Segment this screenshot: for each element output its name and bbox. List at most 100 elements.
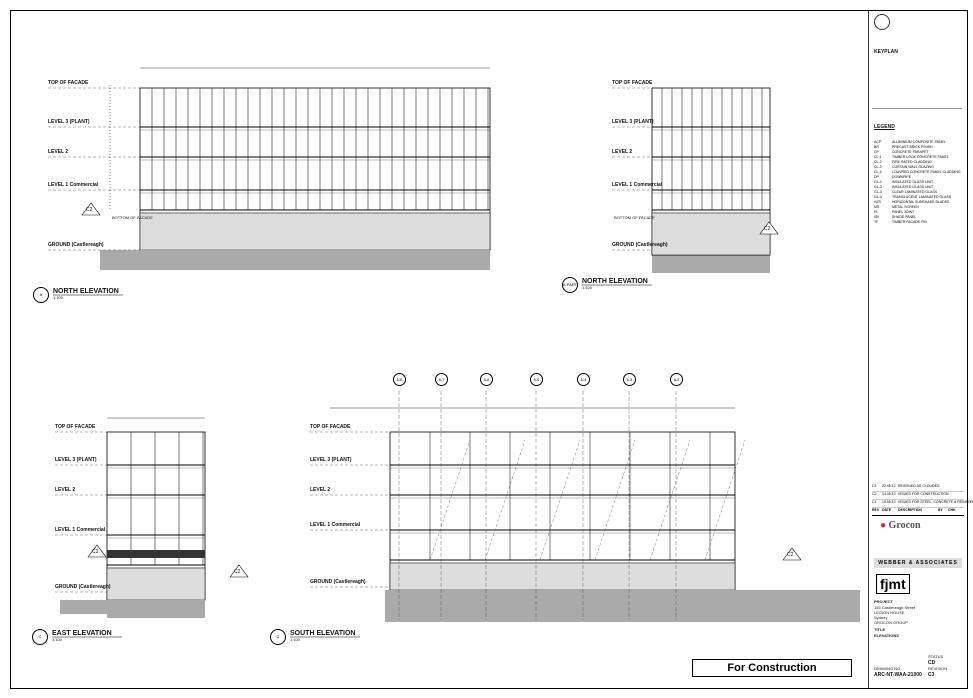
legend-code: ACP [874,140,882,144]
south-bracing [429,439,471,561]
grid-bubble: 6-4 [577,373,590,386]
revision-header-cell: REV [872,508,880,512]
rev-desc: ISSUED FOR CONSTRUCTION [898,492,949,496]
view-number-marker: A [33,287,49,303]
rev-date: 22.08.12 [882,484,896,488]
view-scale: 1:100 [290,637,301,642]
legend-code: CL-2 [874,160,882,164]
title-label: TITLE [874,627,886,632]
legend-code: MS [874,205,880,209]
legend-desc: CONCRETE PARAPET [892,150,929,154]
east-level-l1: LEVEL 1 Commercial [55,527,106,533]
view-title: NORTH ELEVATION [582,278,648,285]
rev-date: 14.08.12 [882,492,896,496]
legend-desc: INSULATED GLASS UNIT [892,185,934,189]
drawing-number: ARC-NT-WAA-21000 [874,672,922,678]
legend-code: GL-3 [874,190,882,194]
grid-bubble: 6-8 [393,373,406,386]
view-scale: 1:100 [53,295,64,300]
north-b-level-top: TOP OF FACADE [612,80,653,86]
rev: C1 [872,500,877,504]
callout-label: C2 [764,226,771,232]
east-site [60,600,205,614]
rev-date: 10.08.12 [882,500,896,504]
north-a-level-l1: LEVEL 1 Commercial [48,182,99,188]
north-a-level-l2: LEVEL 2 [48,149,69,155]
north-arrow-icon [874,14,890,30]
east-louvre-band [107,550,205,558]
legend-item: PL PANEL JOINT [874,210,961,215]
legend-desc: INSULATED GLASS UNIT [892,180,934,184]
south-bracing [649,439,691,561]
legend-desc: TRANSLUCENT LAMINATED GLASS [892,195,952,199]
view-title: EAST ELEVATION [52,630,112,637]
legend-item: MS METAL SCREEN [874,205,961,210]
revision-label: REVISION [928,666,948,671]
rev: C2 [872,492,877,496]
legend-code: CL-1 [874,155,882,159]
section-callout-icon [782,547,802,561]
legend-item: HZS HORIZONTAL SUNSHADE BLADES [874,200,961,205]
legend-desc: METAL SCREEN [892,205,919,209]
view-scale: 1:100 [52,637,63,642]
project-line: LEGION HOUSE [874,610,905,615]
for-construction-stamp: For Construction [692,659,852,677]
north-b-ground-fill [652,255,770,273]
legend-desc: SHADE PANEL [892,215,917,219]
legend-code: PL [874,210,879,214]
north-b-podium [651,212,771,256]
south-site [385,590,860,622]
south-bracing [594,439,636,561]
south-level-l3: LEVEL 3 (PLANT) [310,457,352,463]
east-level-l3: LEVEL 3 (PLANT) [55,457,97,463]
section-callout-icon [81,202,101,216]
north-b-level-l1: LEVEL 1 Commercial [612,182,663,188]
legend-item: CL-2 FIRE RATED CLADDING [874,160,961,165]
legend-code: DP [874,175,879,179]
legend-code: TF [874,220,879,224]
legend-desc: LOUVRED CONCRETE PANEL CLADDING [892,170,961,174]
legend-desc: DOWNPIPE [892,175,912,179]
legend-desc: PANEL JOINT [892,210,915,214]
grid-bubble: 6-5 [530,373,543,386]
legend-code: HZS [874,200,881,204]
north-b-level-l2: LEVEL 2 [612,149,633,155]
section-callout-icon [87,544,107,558]
south-level-ground: GROUND (Castlereagh) [310,579,366,585]
south-level-l1: LEVEL 1 Commercial [310,522,361,528]
keyplan-label: KEYPLAN [874,49,898,55]
grid-bubble: 6-3 [623,373,636,386]
status-label: STATUS [928,654,944,659]
legend-code: CL-3 [874,165,882,169]
project-line: GROCON GROUP [874,620,908,625]
project-label: PROJECT [874,599,893,604]
north-b-level-ground: GROUND (Castlereagh) [612,242,668,248]
fjmt-logo: fjmt [876,574,910,594]
north-a-level-ground: GROUND (Castlereagh) [48,242,104,248]
legend-desc: FIRE RATED CLADDING [892,160,932,164]
north-a-site [100,250,490,270]
legend-desc: HORIZONTAL SUNSHADE BLADES [892,200,950,204]
north-b-level-l3: LEVEL 3 (PLANT) [612,119,654,125]
project-line: 155 Castlereagh Street [874,605,916,610]
sheet-title: ELEVATIONS [874,633,899,638]
rev-desc: REISSUED AS CLOUDED [898,484,940,488]
view-number-marker: C [32,629,48,645]
legend-code: SB [874,215,879,219]
grid-bubble: 6-6 [480,373,493,386]
legend-desc: PRECAST BRICK FINISH [892,145,933,149]
view-title: NORTH ELEVATION [53,288,119,295]
north-a-level-top: TOP OF FACADE [48,80,89,86]
view-number-marker: A.PART [562,277,578,293]
